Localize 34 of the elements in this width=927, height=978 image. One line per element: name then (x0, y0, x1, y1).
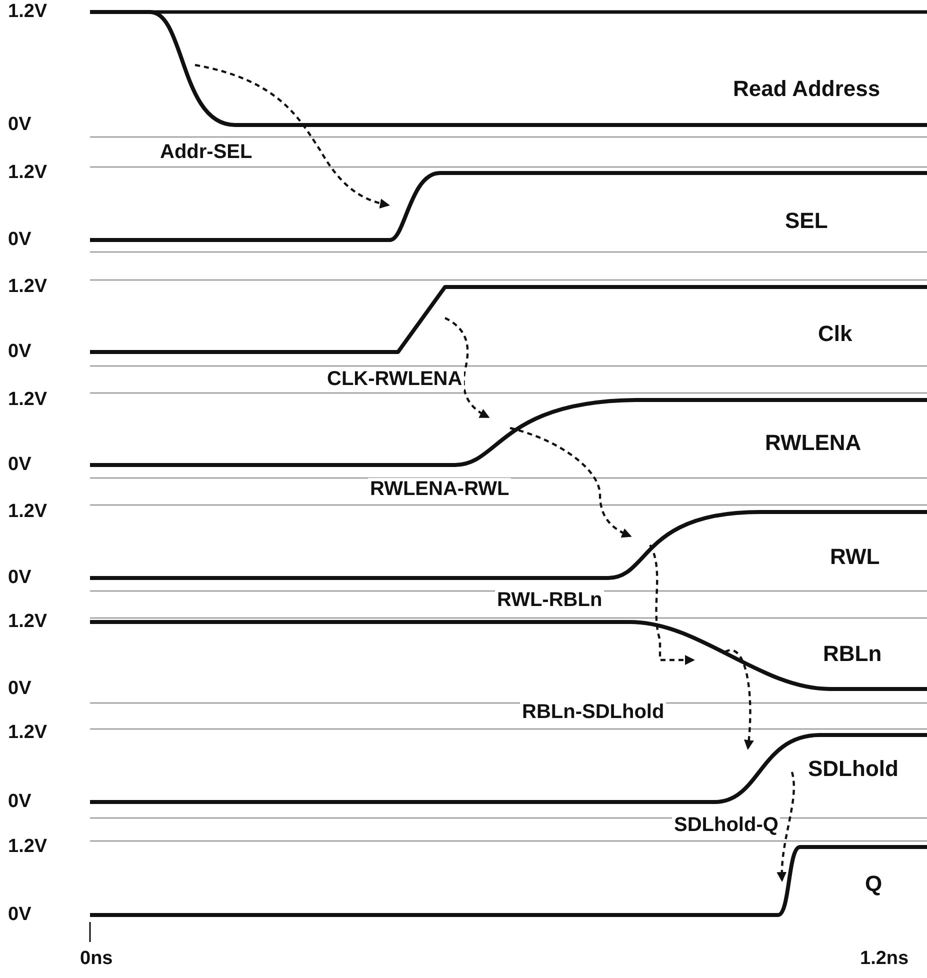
dashed-arrow (194, 64, 390, 208)
signal-name: RWL (830, 544, 880, 570)
voltage-label: 1.2V (8, 162, 48, 184)
voltage-label: 1.2V (8, 836, 48, 858)
voltage-label: 1.2V (8, 501, 48, 523)
signal-name: RBLn (823, 641, 882, 667)
time-label: 1.2ns (860, 948, 909, 970)
signal-name: SDLhold (808, 756, 898, 782)
signal-name: Read Address (733, 76, 880, 102)
voltage-label: 0V (8, 791, 32, 813)
signal-name: RWLENA (765, 430, 862, 456)
edge-label: CLK-RWLENA (325, 368, 464, 391)
dashed-arrow (510, 426, 632, 538)
signal-name: Q (865, 871, 882, 897)
voltage-label: 1.2V (8, 1, 48, 23)
signal-name: Clk (818, 321, 852, 347)
voltage-label: 0V (8, 341, 32, 363)
time-label: 0ns (80, 948, 113, 970)
dashed-arrow (649, 544, 695, 665)
voltage-label: 1.2V (8, 389, 48, 411)
voltage-label: 0V (8, 904, 32, 926)
dashed-arrow (724, 649, 754, 750)
voltage-label: 1.2V (8, 276, 48, 298)
voltage-label: 0V (8, 114, 32, 136)
voltage-label: 0V (8, 454, 32, 476)
dashed-arrow (444, 317, 490, 418)
dashed-arrow (776, 772, 795, 882)
voltage-label: 0V (8, 678, 32, 700)
voltage-label: 0V (8, 567, 32, 589)
edge-label: SDLhold-Q (672, 814, 780, 837)
signal-name: SEL (785, 208, 828, 234)
voltage-label: 1.2V (8, 722, 48, 744)
voltage-label: 0V (8, 229, 32, 251)
voltage-label: 1.2V (8, 611, 48, 633)
